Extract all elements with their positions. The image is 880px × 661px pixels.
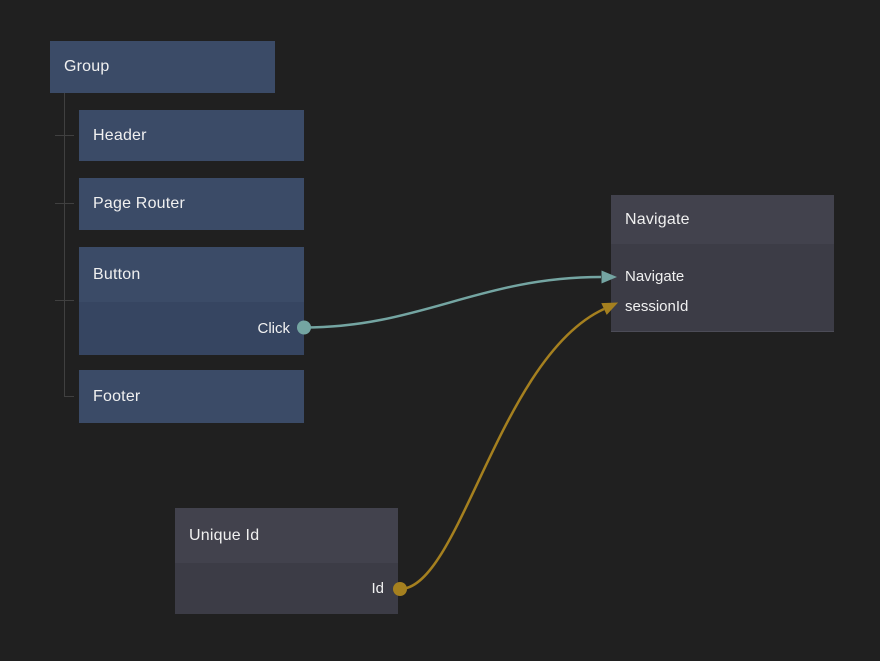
node-title: Header: [79, 110, 304, 161]
node-title: Unique Id: [175, 508, 398, 563]
node-title: Page Router: [79, 178, 304, 230]
output-port-label: Id: [371, 580, 384, 597]
output-port-label: Click: [257, 320, 291, 337]
node-footer[interactable]: Footer: [79, 370, 304, 423]
node-navigate[interactable]: Navigate Navigate sessionId: [611, 195, 834, 332]
input-port-navigate[interactable]: Navigate: [625, 267, 685, 285]
node-group[interactable]: Group: [50, 41, 275, 93]
node-unique-id[interactable]: Unique Id Id: [175, 508, 398, 614]
node-port-section: Id: [175, 563, 398, 614]
node-header[interactable]: Header: [79, 110, 304, 161]
node-page-router[interactable]: Page Router: [79, 178, 304, 230]
tree-connector-trunk: [64, 93, 74, 397]
node-title: Group: [50, 41, 275, 93]
node-title: Navigate: [611, 195, 834, 244]
node-port-section: Navigate sessionId: [611, 244, 834, 331]
connection-click-to-navigate[interactable]: [303, 275, 602, 329]
tree-connector: [55, 93, 74, 397]
node-title: Button: [79, 247, 304, 302]
node-title: Footer: [79, 370, 304, 423]
connection-id-to-sessionid[interactable]: [399, 307, 605, 591]
input-port-sessionid[interactable]: sessionId: [625, 297, 689, 315]
node-button[interactable]: Button Click: [79, 247, 304, 355]
node-port-section: Click: [79, 302, 304, 355]
